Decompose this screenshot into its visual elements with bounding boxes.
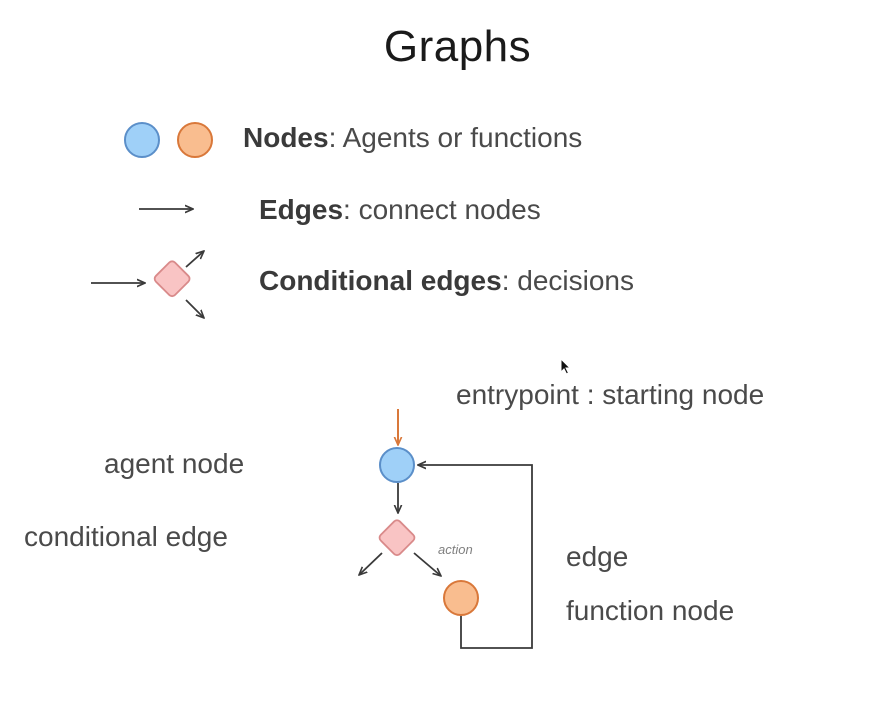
legend-conditional-term: Conditional edges [259, 265, 502, 296]
legend-conditional-edge-icon [91, 251, 204, 318]
legend-nodes-text: Nodes: Agents or functions [243, 122, 582, 154]
action-label: action [438, 542, 473, 557]
function-node [443, 580, 479, 616]
loop-edge [418, 465, 533, 649]
entrypoint-label: entrypoint : starting node [456, 379, 765, 410]
edge-label: edge [566, 541, 629, 572]
legend-conditional-text: Conditional edges: decisions [259, 265, 634, 297]
legend-nodes-desc: : Agents or functions [328, 122, 583, 153]
legend-conditional-desc: : decisions [501, 265, 634, 296]
page-title: Graphs [383, 22, 532, 71]
agent-node-label: agent node [104, 448, 245, 479]
legend-function-node-icon [177, 122, 213, 158]
conditional-branch-action [413, 552, 441, 576]
conditional-branch-end [359, 552, 383, 575]
legend-edges-text: Edges: connect nodes [259, 194, 541, 226]
mouse-cursor-icon [560, 358, 572, 375]
legend-edges-term: Edges [259, 194, 344, 225]
legend-nodes-term: Nodes [243, 122, 329, 153]
legend-agent-node-icon [124, 122, 160, 158]
function-node-label: function node [566, 595, 735, 626]
legend-edges-desc: : connect nodes [343, 194, 541, 225]
conditional-edge-node [378, 519, 416, 557]
conditional-edge-label: conditional edge [24, 521, 228, 552]
agent-node [379, 447, 415, 483]
